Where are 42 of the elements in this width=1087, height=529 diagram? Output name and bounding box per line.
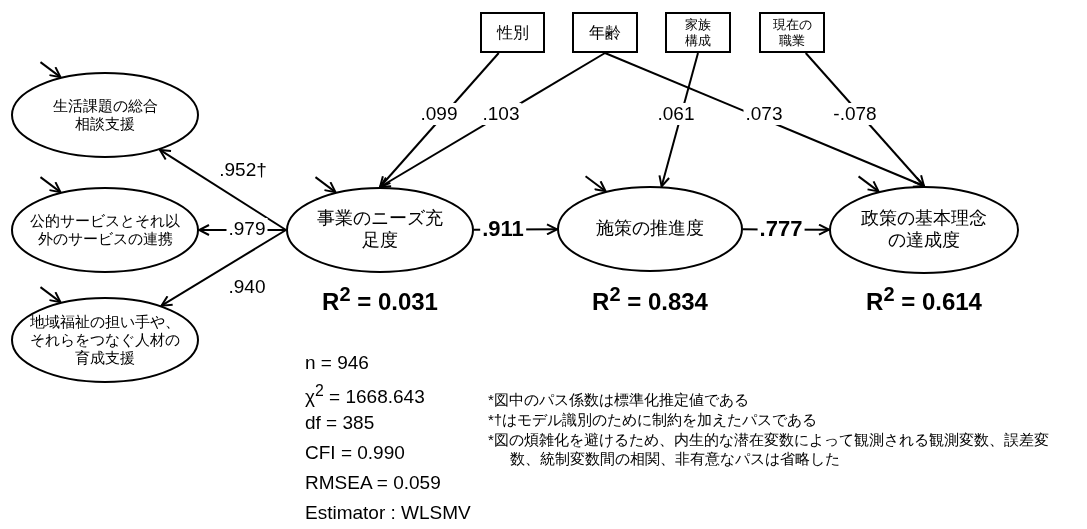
fit-statistic: RMSEA = 0.059 xyxy=(305,472,441,494)
latent-variable-ellipse xyxy=(11,297,199,383)
note-text: *図の煩雑化を避けるため、内生的な潜在変数によって観測される観測変数、誤差変数、統制変数間の相関、非有意なパスは省略した xyxy=(488,430,1050,468)
disturbance-arrow xyxy=(584,175,607,193)
node-label: 年齢 xyxy=(588,22,622,43)
latent-variable-ellipse xyxy=(11,72,199,158)
latent-variable-ellipse xyxy=(286,187,474,273)
disturbance-arrow xyxy=(857,175,880,193)
path-arrow xyxy=(158,148,287,231)
fit-statistic: n = 946 xyxy=(305,352,369,374)
r-squared-label: R$^{2}$ = 0.031 xyxy=(322,283,438,316)
latent-variable-ellipse xyxy=(11,187,199,273)
observed-variable-box xyxy=(480,12,545,53)
observed-variable-box xyxy=(572,12,638,53)
disturbance-arrow xyxy=(314,176,337,194)
node-label: 現在の職業 xyxy=(771,16,813,49)
observed-variable-box xyxy=(759,12,825,53)
r-squared-label: R$^{2}$ = 0.614 xyxy=(866,283,982,316)
r-squared-label: R$^{2}$ = 0.834 xyxy=(592,283,708,316)
node-label: 家族構成 xyxy=(684,16,712,49)
fit-statistic: χ$^{2}$ = 1668.643 xyxy=(305,382,425,409)
node-label: 事業のニーズ充足度 xyxy=(316,208,444,252)
disturbance-arrow xyxy=(39,286,62,304)
node-label: 地域福祉の担い手や、それらをつなぐ人材の育成支援 xyxy=(30,313,180,367)
latent-variable-ellipse xyxy=(829,186,1019,274)
path-arrow xyxy=(160,229,287,307)
node-label: 政策の基本理念の達成度 xyxy=(860,208,988,252)
disturbance-arrow xyxy=(39,61,62,79)
path-coefficient: -.078 xyxy=(831,103,879,125)
note-text: *図中のパス係数は標準化推定値である xyxy=(488,390,749,409)
fit-statistic: df = 385 xyxy=(305,412,375,434)
fit-statistic: Estimator : WLSMV xyxy=(305,502,471,524)
fit-statistic: CFI = 0.990 xyxy=(305,442,405,464)
latent-variable-ellipse xyxy=(557,186,743,272)
note-text: *†はモデル識別のために制約を加えたパスである xyxy=(488,410,818,429)
observed-variable-box xyxy=(665,12,731,53)
node-label: 施策の推進度 xyxy=(595,218,705,240)
node-label: 公的サービスとそれ以外のサービスの連携 xyxy=(29,212,181,248)
node-label: 性別 xyxy=(495,22,530,43)
path-coefficient: .103 xyxy=(480,103,522,125)
disturbance-arrow xyxy=(39,176,62,194)
node-label: 生活課題の総合相談支援 xyxy=(51,97,159,133)
